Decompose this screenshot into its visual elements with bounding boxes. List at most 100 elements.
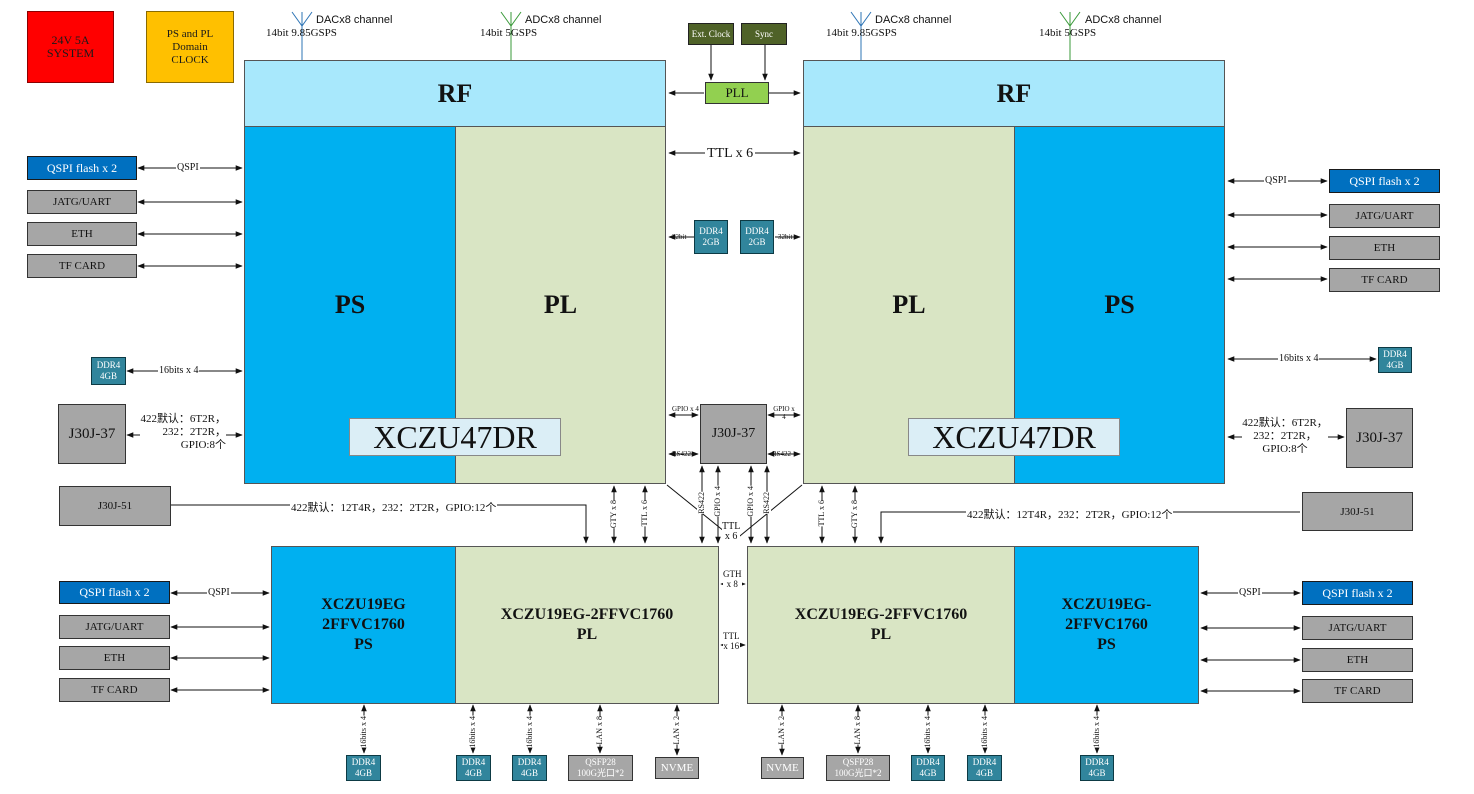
rs422-vert-label: RS422 xyxy=(762,492,771,514)
ddr4-text: DDR4 xyxy=(699,226,723,236)
clock-line3: CLOCK xyxy=(171,53,209,66)
bits16x4-vert-label: 16bits x 4 xyxy=(468,716,477,748)
x8-text: x 8 xyxy=(726,579,738,589)
dac-rate: 14bit 9.85GSPS xyxy=(266,27,337,39)
rf-block-right: RF xyxy=(803,60,1225,127)
eth-top-right: ETH xyxy=(1329,236,1440,260)
qspi-label: QSPI xyxy=(207,587,231,598)
ttl-x6-label: TTL x 6 xyxy=(640,500,649,527)
qsfp-line1: QSFP28 xyxy=(842,757,874,767)
pll-block: PLL xyxy=(705,82,769,104)
j30j37-desc-right: 422默认：6T2R， 232：2T2R， GPIO:8个 xyxy=(1242,417,1328,456)
ddr4-text: DDR4 xyxy=(461,757,486,767)
bits16x4-vert-label: 16bits x 4 xyxy=(980,716,989,748)
lan-x2-label: LAN x 2 xyxy=(777,716,786,745)
ttl-x6-label: TTL x 6 xyxy=(817,500,826,527)
power-line2: SYSTEM xyxy=(46,46,95,60)
ddr4-size: 2GB xyxy=(702,237,720,247)
rs422-label-left: RS422 xyxy=(672,450,692,458)
antenna-icon xyxy=(500,11,1081,60)
bits16x4-vert-label: 16bits x 4 xyxy=(1092,716,1101,748)
bits16x4-label: 16bits x 4 xyxy=(158,365,200,376)
desc-line1: 422默认：6T2R， xyxy=(1242,417,1328,429)
ddr4-size: 4GB xyxy=(919,768,937,778)
ddr4-size: 4GB xyxy=(1386,360,1404,370)
qspi-flash-bottom-left: QSPI flash x 2 xyxy=(59,581,170,604)
adc-rate: 14bit 5GSPS xyxy=(480,27,538,39)
tf-card-top-right: TF CARD xyxy=(1329,268,1440,292)
qspi-flash-top-right: QSPI flash x 2 xyxy=(1329,169,1440,193)
desc-line3: GPIO:8个 xyxy=(1262,443,1308,455)
x6-text: x 6 xyxy=(724,531,738,542)
pl-line1: XCZU19EG-2FFVC1760 xyxy=(794,606,968,623)
jatg-uart-top-right: JATG/UART xyxy=(1329,204,1440,228)
pl-block-bottom-left: XCZU19EG-2FFVC1760 PL xyxy=(455,546,719,704)
ddr4-size: 4GB xyxy=(99,371,117,381)
tf-card-top-left: TF CARD xyxy=(27,254,137,278)
dac-rate: 14bit 9.85GSPS xyxy=(826,27,897,39)
ps-line3: PS xyxy=(1097,636,1116,653)
qsfp-line1: QSFP28 xyxy=(585,757,616,767)
ddr4-text: DDR4 xyxy=(1383,349,1407,359)
j30j37-desc-left: 422默认：6T2R， 232：2T2R， GPIO:8个 xyxy=(140,413,226,452)
ttl-x6-top-label: TTL x 6 xyxy=(705,146,756,162)
bit32-label: 32bit xyxy=(778,233,793,241)
j30j51-left: J30J-51 xyxy=(59,486,171,526)
qsfp-line2: 100G光口*2 xyxy=(577,768,624,778)
dac-label: DACx8 channel xyxy=(875,14,952,26)
bits16x4-vert-label: 16bits x 4 xyxy=(525,716,534,748)
chip-label-right: XCZU47DR xyxy=(908,418,1120,456)
rs422-label-right: RS422 xyxy=(772,450,792,458)
qspi-flash-bottom-right: QSPI flash x 2 xyxy=(1302,581,1413,605)
ddr4-text: DDR4 xyxy=(745,226,769,236)
power-line1: 24V 5A xyxy=(51,33,90,47)
j30j51-desc-right: 422默认：12T4R，232：2T2R，GPIO:12个 xyxy=(966,506,1174,522)
qspi-label: QSPI xyxy=(176,162,200,173)
bits16x4-label: 16bits x 4 xyxy=(1278,353,1320,364)
clock-domain-legend: PS and PL Domain CLOCK xyxy=(146,11,234,83)
ps-line2: 2FFVC1760 xyxy=(1065,616,1148,633)
gty-x8-label: GTY x 8 xyxy=(850,500,859,529)
adc-label: ADCx8 channel xyxy=(525,14,602,26)
j30j37-top-left: J30J-37 xyxy=(58,404,126,464)
pl-line2: PL xyxy=(576,626,598,643)
ps-line1: XCZU19EG- xyxy=(1061,596,1152,613)
j30j37-top-right: J30J-37 xyxy=(1346,408,1413,468)
ddr4-text: DDR4 xyxy=(351,757,376,767)
ext-clock-block: Ext. Clock xyxy=(688,23,734,45)
ps-line1: XCZU19EG xyxy=(321,596,406,613)
gpio-x4-label-left: GPIO x 4 xyxy=(672,405,699,413)
qspi-label: QSPI xyxy=(1238,587,1262,598)
gpio-x4-label-right: GPIO x 4 xyxy=(773,405,795,421)
tf-card-bottom-left: TF CARD xyxy=(59,678,170,702)
j30j51-desc-left: 422默认：12T4R，232：2T2R，GPIO:12个 xyxy=(290,499,498,515)
adc-label: ADCx8 channel xyxy=(1085,14,1162,26)
gty-x8-label: GTY x 8 xyxy=(609,500,618,529)
ps-block-bottom-right: XCZU19EG- 2FFVC1760 PS xyxy=(1014,546,1199,704)
j30j51-right: J30J-51 xyxy=(1302,492,1413,531)
ttl-text: TTL xyxy=(722,521,741,532)
qsfp-line2: 100G光口*2 xyxy=(834,768,882,778)
gth-text: GTH xyxy=(723,569,742,579)
eth-bottom-left: ETH xyxy=(59,646,170,670)
jatg-uart-bottom-right: JATG/UART xyxy=(1302,616,1413,640)
ps-line3: PS xyxy=(354,636,373,653)
nvme-right: NVME xyxy=(761,757,804,779)
ddr4-text: DDR4 xyxy=(916,757,940,767)
tf-card-bottom-right: TF CARD xyxy=(1302,679,1413,703)
ddr4-size: 4GB xyxy=(975,768,993,778)
dac-label: DACx8 channel xyxy=(316,14,393,26)
